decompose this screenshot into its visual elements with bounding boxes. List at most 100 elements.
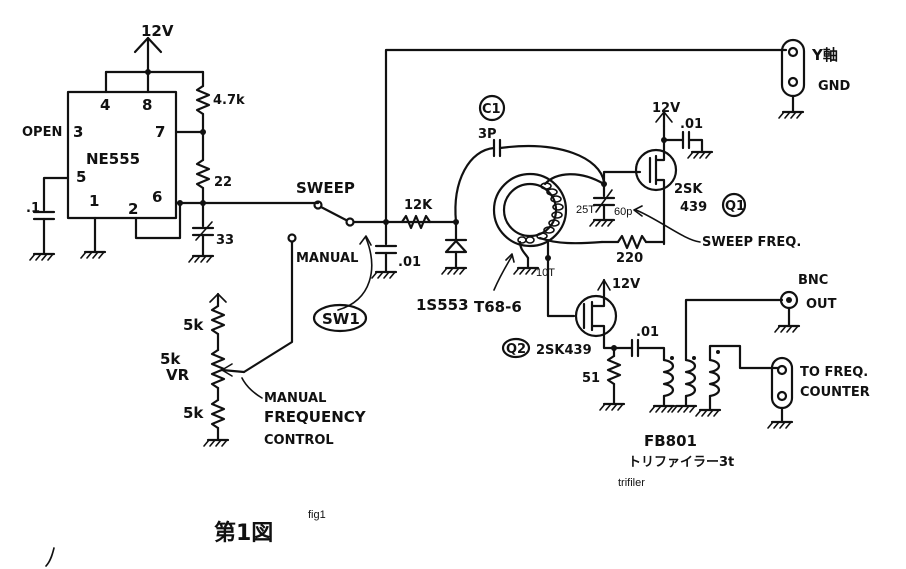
ground-symbol <box>599 402 626 411</box>
junction-dot <box>661 137 667 143</box>
coil-3 <box>695 344 780 417</box>
toroid-pointer <box>493 255 513 291</box>
pin2-label: 2 <box>128 200 138 218</box>
trifiler-label: trifiler <box>618 477 645 489</box>
sw1-section: SWEEP MANUAL SW1 <box>242 179 432 374</box>
r220-resistor <box>616 234 648 250</box>
q2-section: 12V Q2 2SK439 51 .01 <box>501 256 666 411</box>
freq-counter-jack: TO FREQ. COUNTER <box>767 356 870 429</box>
gnd-label: GND <box>818 79 851 94</box>
ne555-section: 12V 4.7k OPEN 4 8 3 7 NE555 5 1 2 6 22 3… <box>22 22 320 263</box>
c1-circle <box>478 94 506 122</box>
ground-symbol <box>203 438 230 447</box>
vr-vcc-arrow <box>209 293 227 303</box>
ground-symbol <box>80 250 107 259</box>
q1-part-label: 2SK <box>674 182 703 197</box>
counter-jack-signal-pin <box>776 364 788 376</box>
r12k-label: 12K <box>404 198 433 213</box>
q1-label: Q1 <box>725 199 745 214</box>
r22-label: 22 <box>214 175 232 190</box>
r47k-label: 4.7k <box>213 93 245 108</box>
ground-symbol <box>774 324 801 333</box>
ground-symbol <box>371 270 398 279</box>
ground-symbol <box>513 266 540 275</box>
c1-label: C1 <box>482 102 501 117</box>
r5k-top-resistor <box>210 304 226 336</box>
sw1-pointer <box>337 237 373 311</box>
toroid-outer <box>492 172 568 248</box>
junction-dot <box>200 129 206 135</box>
q2-cap-label: .01 <box>636 325 659 340</box>
r5k-bottom-resistor <box>210 398 226 430</box>
toroid-section: 25T 10T T68-6 <box>474 172 606 316</box>
q1-cap-ground-lead <box>687 138 704 154</box>
counter-label: COUNTER <box>800 385 870 400</box>
fb801-label: FB801 <box>644 432 697 450</box>
ground-symbol <box>589 218 616 227</box>
diode-body <box>444 239 468 254</box>
r22-resistor <box>195 158 211 190</box>
ground-symbol <box>29 252 56 261</box>
switch-lever <box>319 205 348 222</box>
y-axis-wire <box>384 48 788 224</box>
q1-circle <box>721 192 747 218</box>
q2-circle <box>501 337 531 359</box>
q1-fet-body <box>634 148 678 192</box>
open-label: OPEN <box>22 125 62 140</box>
figure-caption: 第1図 fig1 <box>45 509 326 567</box>
ground-symbol <box>778 110 805 119</box>
c33-trim-arrow <box>195 221 213 241</box>
vcc-label: 12V <box>141 22 174 40</box>
pin3-label: 3 <box>73 123 83 141</box>
c60p-label: 60p <box>614 206 632 218</box>
bnc-pin <box>786 297 792 303</box>
transformer-section: FB801 トリファイラー3t trifiler <box>618 298 784 489</box>
r51-label: 51 <box>582 371 600 386</box>
figure-caption-text: fig1 <box>308 509 326 521</box>
ground-symbol <box>188 254 215 263</box>
toroid-10t-lead <box>518 240 530 260</box>
toroid-tap-lead <box>538 236 604 245</box>
ground-symbol <box>687 150 714 159</box>
ic-name-label: NE555 <box>86 150 140 168</box>
y-axis-label: Y軸 <box>811 46 838 64</box>
toroid-winding-25t <box>536 182 564 240</box>
q1-drain <box>654 124 666 162</box>
q2-part-label: 2SK439 <box>536 343 592 358</box>
trifilar-jp-label: トリファイラー3t <box>628 455 734 470</box>
diode-label: 1S553 <box>416 296 469 314</box>
r5k-bottom-label: 5k <box>183 404 204 422</box>
sw1-pointer-head <box>359 235 372 246</box>
r51-resistor <box>606 354 622 386</box>
pin8-label: 8 <box>142 96 152 114</box>
pin4-label: 4 <box>100 96 110 114</box>
sweep-freq-pointer-head <box>633 205 643 217</box>
q1-cap-label: .01 <box>680 117 703 132</box>
vr-label: VR <box>166 366 190 384</box>
q2-gate-wire <box>546 256 576 318</box>
y-jack-signal-pin <box>787 46 799 58</box>
q2-label: Q2 <box>506 342 526 357</box>
toroid-inner <box>502 182 558 238</box>
q2-drain <box>590 288 606 308</box>
sweep-label: SWEEP <box>296 179 355 197</box>
c33-label: 33 <box>216 233 234 248</box>
sweep-freq-label: SWEEP FREQ. <box>702 235 801 250</box>
q1-num-label: 439 <box>680 200 707 215</box>
turns-10t-label: 10T <box>536 267 555 279</box>
y-jack-ground-pin <box>787 76 799 88</box>
toroid-pointer-head <box>505 253 515 263</box>
varicap-section: 12K .01 1S553 C1 3P <box>371 48 788 314</box>
pin5-label: 5 <box>76 168 86 186</box>
bnc-out-connector: BNC OUT <box>774 273 837 333</box>
pin1-label: 1 <box>89 192 99 210</box>
ground-symbol <box>695 408 722 417</box>
r47k-resistor <box>195 84 211 116</box>
manual-label: MANUAL <box>296 251 358 266</box>
out-label: OUT <box>806 297 837 312</box>
vr-wiper <box>220 368 246 374</box>
q2-cap-lead-2 <box>636 346 666 362</box>
q1-source <box>654 178 666 246</box>
q1-section: 60p 220 SWEEP FREQ. 12V .01 2SK 439 Q1 <box>589 101 801 266</box>
toroid-winding-10t <box>517 236 535 244</box>
